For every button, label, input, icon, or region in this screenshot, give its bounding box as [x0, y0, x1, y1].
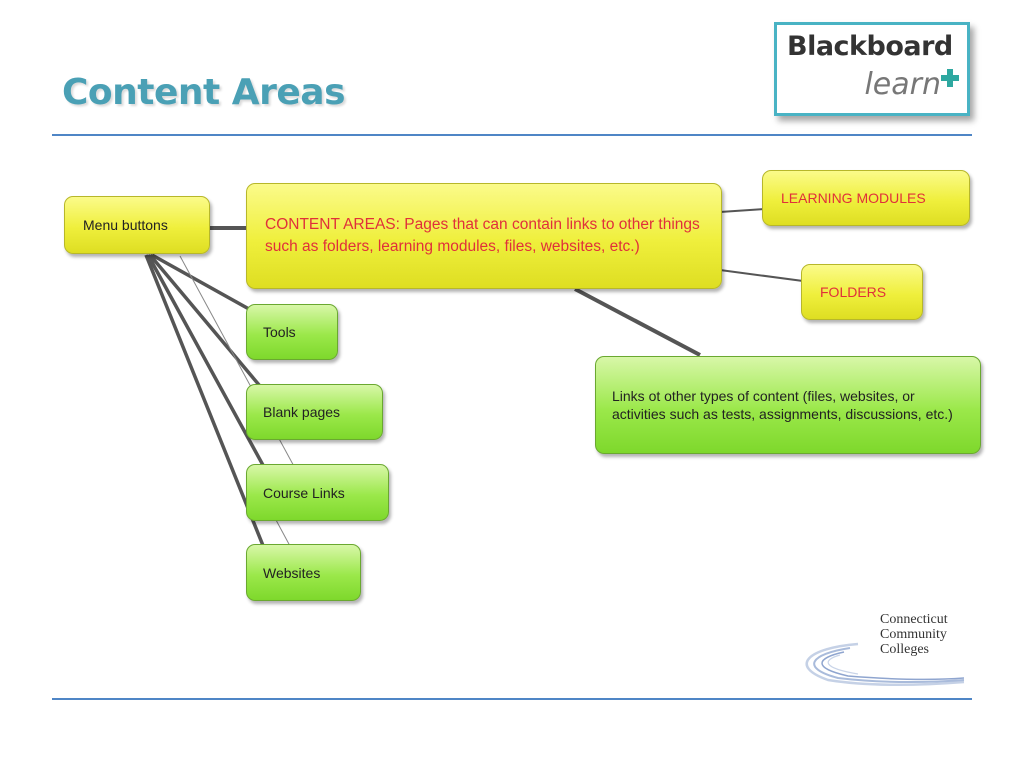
connector-menu-course: [146, 254, 272, 479]
ccc-logo-line-1: Connecticut: [880, 612, 948, 627]
blackboard-logo-main: Blackboard: [787, 31, 953, 62]
tools-node: Tools: [246, 304, 338, 360]
bottom-divider: [52, 698, 972, 700]
connector-content-links: [574, 287, 701, 357]
connector-menu-blank: [148, 253, 272, 400]
links-other-node: Links ot other types of content (files, …: [595, 356, 981, 454]
blank-pages-node: Blank pages: [246, 384, 383, 440]
ccc-logo-line-3: Colleges: [880, 642, 929, 657]
course-links-node: Course Links: [246, 464, 389, 521]
plus-icon: [941, 69, 959, 87]
connector-course-websites-thin: [275, 519, 291, 547]
blackboard-learn-logo: Blackboard learn: [774, 22, 970, 116]
menu-buttons-label: Menu buttons: [83, 217, 168, 233]
blank-pages-label: Blank pages: [263, 404, 341, 420]
folders-node: FOLDERS: [801, 264, 923, 320]
swoosh-icon: [805, 642, 965, 687]
top-divider: [52, 134, 972, 136]
learning-modules-label: LEARNING MODULES: [781, 190, 926, 206]
connector-menu-tools: [151, 253, 266, 320]
connecticut-community-colleges-logo: Connecticut Community Colleges: [788, 608, 968, 690]
content-areas-node: CONTENT AREAS: Pages that can contain li…: [246, 183, 722, 289]
learning-modules-node: LEARNING MODULES: [762, 170, 970, 226]
tools-label: Tools: [263, 324, 296, 340]
blackboard-logo-sub: learn: [864, 67, 941, 102]
connector-content-modules: [719, 208, 765, 213]
connector-content-folders: [719, 269, 804, 282]
content-areas-label: CONTENT AREAS: Pages that can contain li…: [265, 216, 700, 255]
menu-buttons-node: Menu buttons: [64, 196, 210, 254]
course-links-label: Course Links: [263, 484, 345, 501]
folders-label: FOLDERS: [820, 284, 887, 300]
links-other-label: Links ot other types of content (files, …: [612, 388, 953, 422]
websites-label: Websites: [263, 564, 321, 581]
ccc-logo-line-2: Community: [880, 627, 947, 642]
slide-title: Content Areas: [62, 72, 346, 113]
ccc-logo-text: Connecticut Community Colleges: [880, 612, 948, 657]
websites-node: Websites: [246, 544, 361, 601]
